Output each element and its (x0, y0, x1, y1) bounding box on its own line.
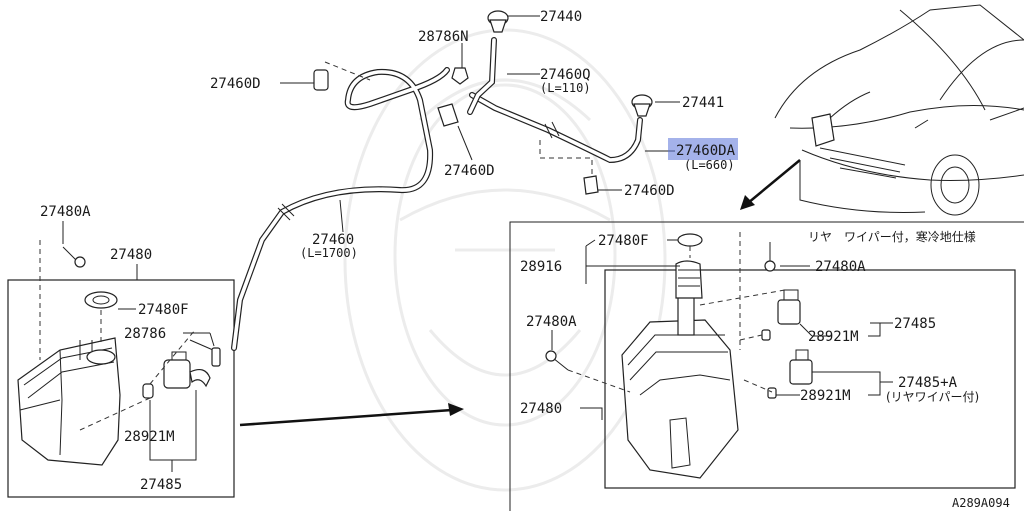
label-27460Q[interactable]: 27460Q (540, 67, 591, 83)
tank-cap-right-icon (677, 233, 703, 247)
label-27460[interactable]: 27460 (312, 232, 354, 248)
label-27485-right[interactable]: 27485 (894, 316, 936, 332)
label-27485A-note: (リヤワイパー付) (886, 390, 979, 404)
label-27480F-right[interactable]: 27480F (598, 233, 649, 249)
label-27480F-left[interactable]: 27480F (138, 302, 189, 318)
arrow-car-to-detail (740, 159, 801, 210)
label-27441[interactable]: 27441 (682, 95, 724, 111)
label-27485-left[interactable]: 27485 (140, 477, 182, 493)
label-28786[interactable]: 28786 (124, 326, 166, 342)
label-27460-length: (L=1700) (300, 246, 358, 260)
label-27480-right[interactable]: 27480 (520, 401, 562, 417)
vehicle-sketch (774, 4, 1024, 216)
label-28921M-right1[interactable]: 28921M (808, 329, 859, 345)
clip-27460D-low-icon (539, 140, 599, 195)
bolt-left-icon (62, 246, 86, 268)
tank-detail-box-left (7, 240, 235, 498)
label-28921M-right2[interactable]: 28921M (800, 388, 851, 404)
label-28921M-left[interactable]: 28921M (124, 429, 175, 445)
washer-pump-left-icon (163, 359, 191, 389)
label-27485A[interactable]: 27485+A (898, 375, 958, 391)
label-28786N[interactable]: 28786N (418, 29, 469, 45)
connector-28786N-icon (451, 67, 469, 85)
bolt-right-top-icon (764, 242, 776, 272)
washer-pump-right2-icon (767, 349, 813, 399)
label-27480-left[interactable]: 27480 (110, 247, 152, 263)
label-27480A-right-left[interactable]: 27480A (526, 314, 577, 330)
leaders-top (280, 15, 680, 233)
inset-note: リヤ ワイパー付，寒冷地仕様 (808, 229, 976, 244)
nozzle-27440-icon (487, 10, 509, 33)
washer-pump-right1-icon (761, 289, 801, 341)
label-27460DA[interactable]: 27460DA (676, 143, 736, 159)
diagram-code: A289A094 (952, 496, 1010, 510)
tank-cap-left-icon (84, 291, 118, 309)
nozzle-27441-icon (631, 94, 653, 117)
label-28916[interactable]: 28916 (520, 259, 562, 275)
label-27480A-left[interactable]: 27480A (40, 204, 91, 220)
washer-tank-right (621, 319, 739, 479)
label-27480A-right-top[interactable]: 27480A (815, 259, 866, 275)
label-27460D-top[interactable]: 27460D (210, 76, 261, 92)
leaders-left (62, 221, 215, 472)
label-27460Q-length: (L=110) (540, 81, 591, 95)
grommet-left-icon (142, 383, 154, 399)
watermark-emblem (343, 28, 667, 492)
part-labels: 27440 28786N 27460D 27460Q (L=110) 27441… (40, 9, 1010, 510)
clip-27460D-mid-icon (437, 103, 459, 127)
leaders-right (551, 239, 893, 420)
clip-27460D-top-icon (313, 61, 371, 91)
tank-detail-box-right (509, 221, 1024, 511)
hose-routing (231, 37, 643, 351)
washer-tank-left (17, 337, 121, 466)
tank-location-icon (811, 113, 835, 147)
label-27440[interactable]: 27440 (540, 9, 582, 25)
highlight-27460DA[interactable] (668, 138, 738, 160)
filler-tube-icon (675, 260, 703, 299)
label-27460D-low[interactable]: 27460D (624, 183, 675, 199)
label-27460DA-length: (L=660) (684, 158, 735, 172)
arrow-left-to-right (239, 403, 464, 427)
bolt-right-left-icon (545, 350, 569, 371)
label-27460D-mid[interactable]: 27460D (444, 163, 495, 179)
filler-neck-icon (677, 294, 695, 336)
